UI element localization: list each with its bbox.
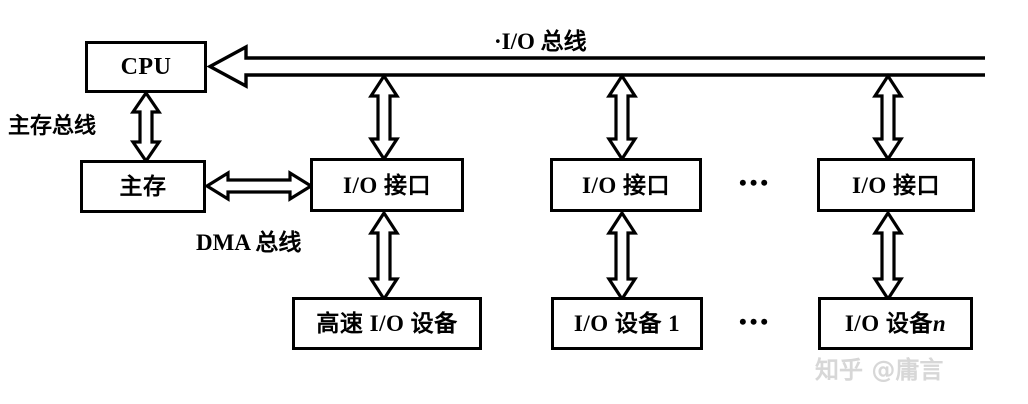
node-cpu[interactable]: CPU (85, 41, 207, 93)
node-cpu-label: CPU (120, 54, 172, 80)
interface-2-to-device-1-connector (606, 210, 638, 302)
node-main-memory[interactable]: 主存 (80, 160, 206, 213)
node-fast-io-device-label: 高速 I/O 设备 (316, 311, 458, 336)
watermark: 知乎 @庸言 (815, 356, 944, 384)
interface-n-to-device-n-connector (872, 210, 904, 302)
mem-bus-arrow-connector (129, 90, 163, 164)
bus-to-interface-1-connector (368, 73, 400, 162)
ellipsis-device-row: ••• (739, 309, 772, 334)
io-bus-label: ·I/O 总线 (494, 29, 587, 54)
node-io-interface-2-label: I/O 接口 (582, 172, 670, 198)
node-io-device-1[interactable]: I/O 设备 1 (551, 297, 703, 350)
dma-bus-arrow-connector (203, 170, 315, 202)
node-io-interface-2[interactable]: I/O 接口 (550, 158, 702, 212)
bus-to-interface-n-connector (872, 73, 904, 162)
node-io-interface-1-label: I/O 接口 (343, 172, 431, 198)
node-io-device-n[interactable]: I/O 设备 n (818, 297, 973, 350)
main-memory-bus-label: 主存总线 (8, 113, 97, 138)
node-io-interface-n[interactable]: I/O 接口 (817, 158, 975, 212)
node-io-device-n-label: I/O 设备 (844, 311, 933, 336)
node-io-device-n-suffix: n (932, 311, 947, 336)
interface-1-to-fast-device-connector (368, 210, 400, 302)
node-fast-io-device[interactable]: 高速 I/O 设备 (292, 297, 482, 350)
bus-to-interface-2-connector (606, 73, 638, 162)
dma-bus-label: DMA 总线 (196, 230, 302, 255)
node-main-memory-label: 主存 (119, 174, 167, 199)
node-io-interface-n-label: I/O 接口 (852, 172, 940, 198)
node-io-device-1-label: I/O 设备 1 (573, 311, 681, 336)
ellipsis-interface-row: ••• (739, 170, 772, 195)
node-io-interface-1[interactable]: I/O 接口 (310, 158, 464, 212)
io-bus-trunk-connector (206, 44, 985, 89)
